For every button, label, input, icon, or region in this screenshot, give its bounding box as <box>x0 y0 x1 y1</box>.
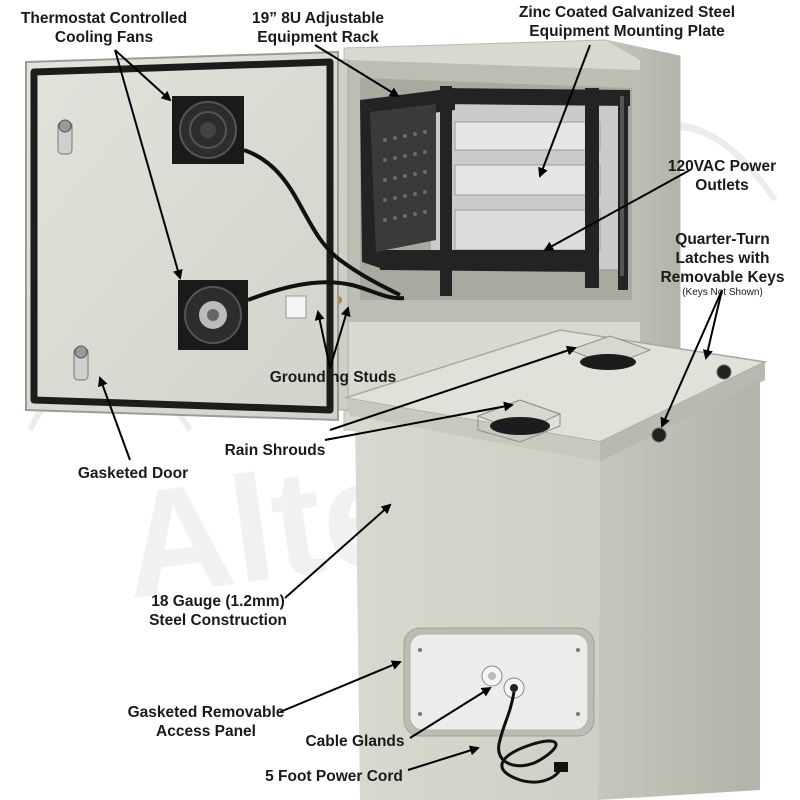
quarter-turn-latch <box>716 364 732 380</box>
label-mounting-plate: Zinc Coated Galvanized Steel Equipment M… <box>502 3 752 41</box>
label-cable-glands: Cable Glands <box>300 732 410 751</box>
quarter-turn-latch <box>651 427 667 443</box>
cooling-fan <box>178 280 248 350</box>
label-line: Gasketed Removable <box>127 704 285 721</box>
label-rain-shrouds: Rain Shrouds <box>215 441 335 460</box>
closed-enclosure <box>344 329 768 800</box>
gasketed-door <box>25 50 405 422</box>
label-steel-construction: 18 Gauge (1.2mm) Steel Construction <box>138 592 298 630</box>
label-grounding-studs: Grounding Studs <box>258 368 408 387</box>
label-note: (Keys Not Shown) <box>682 287 763 298</box>
label-line: Grounding Studs <box>269 369 397 386</box>
label-power-cord: 5 Foot Power Cord <box>255 767 413 786</box>
label-line: Access Panel <box>156 723 256 740</box>
label-line: 120VAC Power <box>667 158 777 175</box>
rain-shroud <box>476 399 562 443</box>
label-gasketed-door: Gasketed Door <box>73 464 193 483</box>
label-equipment-rack: 19” 8U Adjustable Equipment Rack <box>233 9 403 47</box>
label-line: Removable Keys <box>660 269 785 286</box>
label-line: Outlets <box>695 177 749 194</box>
label-line: 19” 8U Adjustable <box>251 10 385 27</box>
power-cord <box>497 691 562 784</box>
equipment-rack <box>360 86 630 296</box>
label-access-panel: Gasketed Removable Access Panel <box>120 703 292 741</box>
label-line: Thermostat Controlled <box>20 10 188 27</box>
open-enclosure <box>316 39 681 431</box>
label-line: 18 Gauge (1.2mm) <box>151 593 285 610</box>
label-power-outlets: 120VAC Power Outlets <box>652 157 792 195</box>
rain-shroud <box>568 335 652 370</box>
cooling-fan <box>172 96 244 164</box>
label-line: 5 Foot Power Cord <box>265 768 403 785</box>
callout-arrows <box>98 44 723 771</box>
label-line: Zinc Coated Galvanized Steel <box>518 4 736 21</box>
label-cooling-fans: Thermostat Controlled Cooling Fans <box>4 9 204 47</box>
label-line: Steel Construction <box>149 612 287 629</box>
label-quarter-turn-latches: Quarter-Turn Latches with Removable Keys… <box>650 230 795 299</box>
cable-gland <box>481 665 503 687</box>
label-line: Gasketed Door <box>77 465 189 482</box>
label-line: Latches with <box>675 250 770 267</box>
label-line: Equipment Rack <box>257 29 379 46</box>
rack-perforation <box>383 130 427 222</box>
label-line: Quarter-Turn <box>675 231 770 248</box>
label-line: Cable Glands <box>305 733 405 750</box>
label-line: Rain Shrouds <box>224 442 326 459</box>
label-line: Cooling Fans <box>54 29 154 46</box>
label-line: Equipment Mounting Plate <box>529 23 725 40</box>
